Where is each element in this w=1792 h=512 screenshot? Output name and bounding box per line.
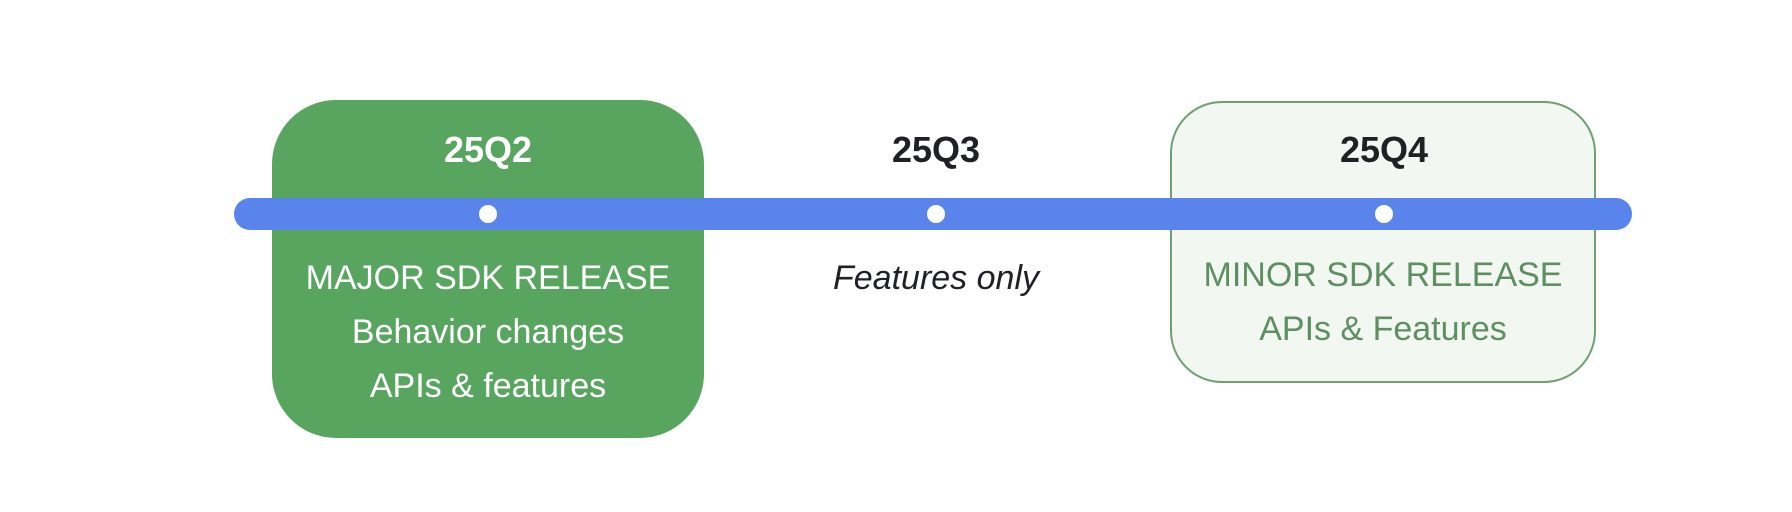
- timeline-marker-25q4: [1375, 205, 1393, 223]
- quarter-label-25q3: 25Q3: [891, 129, 981, 170]
- major-release-box: [272, 100, 704, 438]
- minor-release-box: [1170, 101, 1596, 383]
- major-release-description: MAJOR SDK RELEASE Behavior changes APIs …: [272, 251, 704, 413]
- quarter-label-25q2: 25Q2: [443, 129, 533, 170]
- major-release-apis-features: APIs & features: [369, 367, 607, 405]
- minor-release-apis-features: APIs & Features: [1259, 310, 1507, 348]
- timeline-marker-25q3: [927, 205, 945, 223]
- q3-description: Features only: [736, 251, 1136, 305]
- major-release-behavior-changes: Behavior changes: [351, 313, 625, 351]
- timeline-marker-25q2: [479, 205, 497, 223]
- q3-features-only: Features only: [833, 259, 1039, 297]
- major-release-title: MAJOR SDK RELEASE: [305, 259, 671, 297]
- quarter-label-25q4: 25Q4: [1339, 129, 1429, 170]
- minor-release-title: MINOR SDK RELEASE: [1203, 256, 1563, 294]
- minor-release-description: MINOR SDK RELEASE APIs & Features: [1170, 248, 1596, 356]
